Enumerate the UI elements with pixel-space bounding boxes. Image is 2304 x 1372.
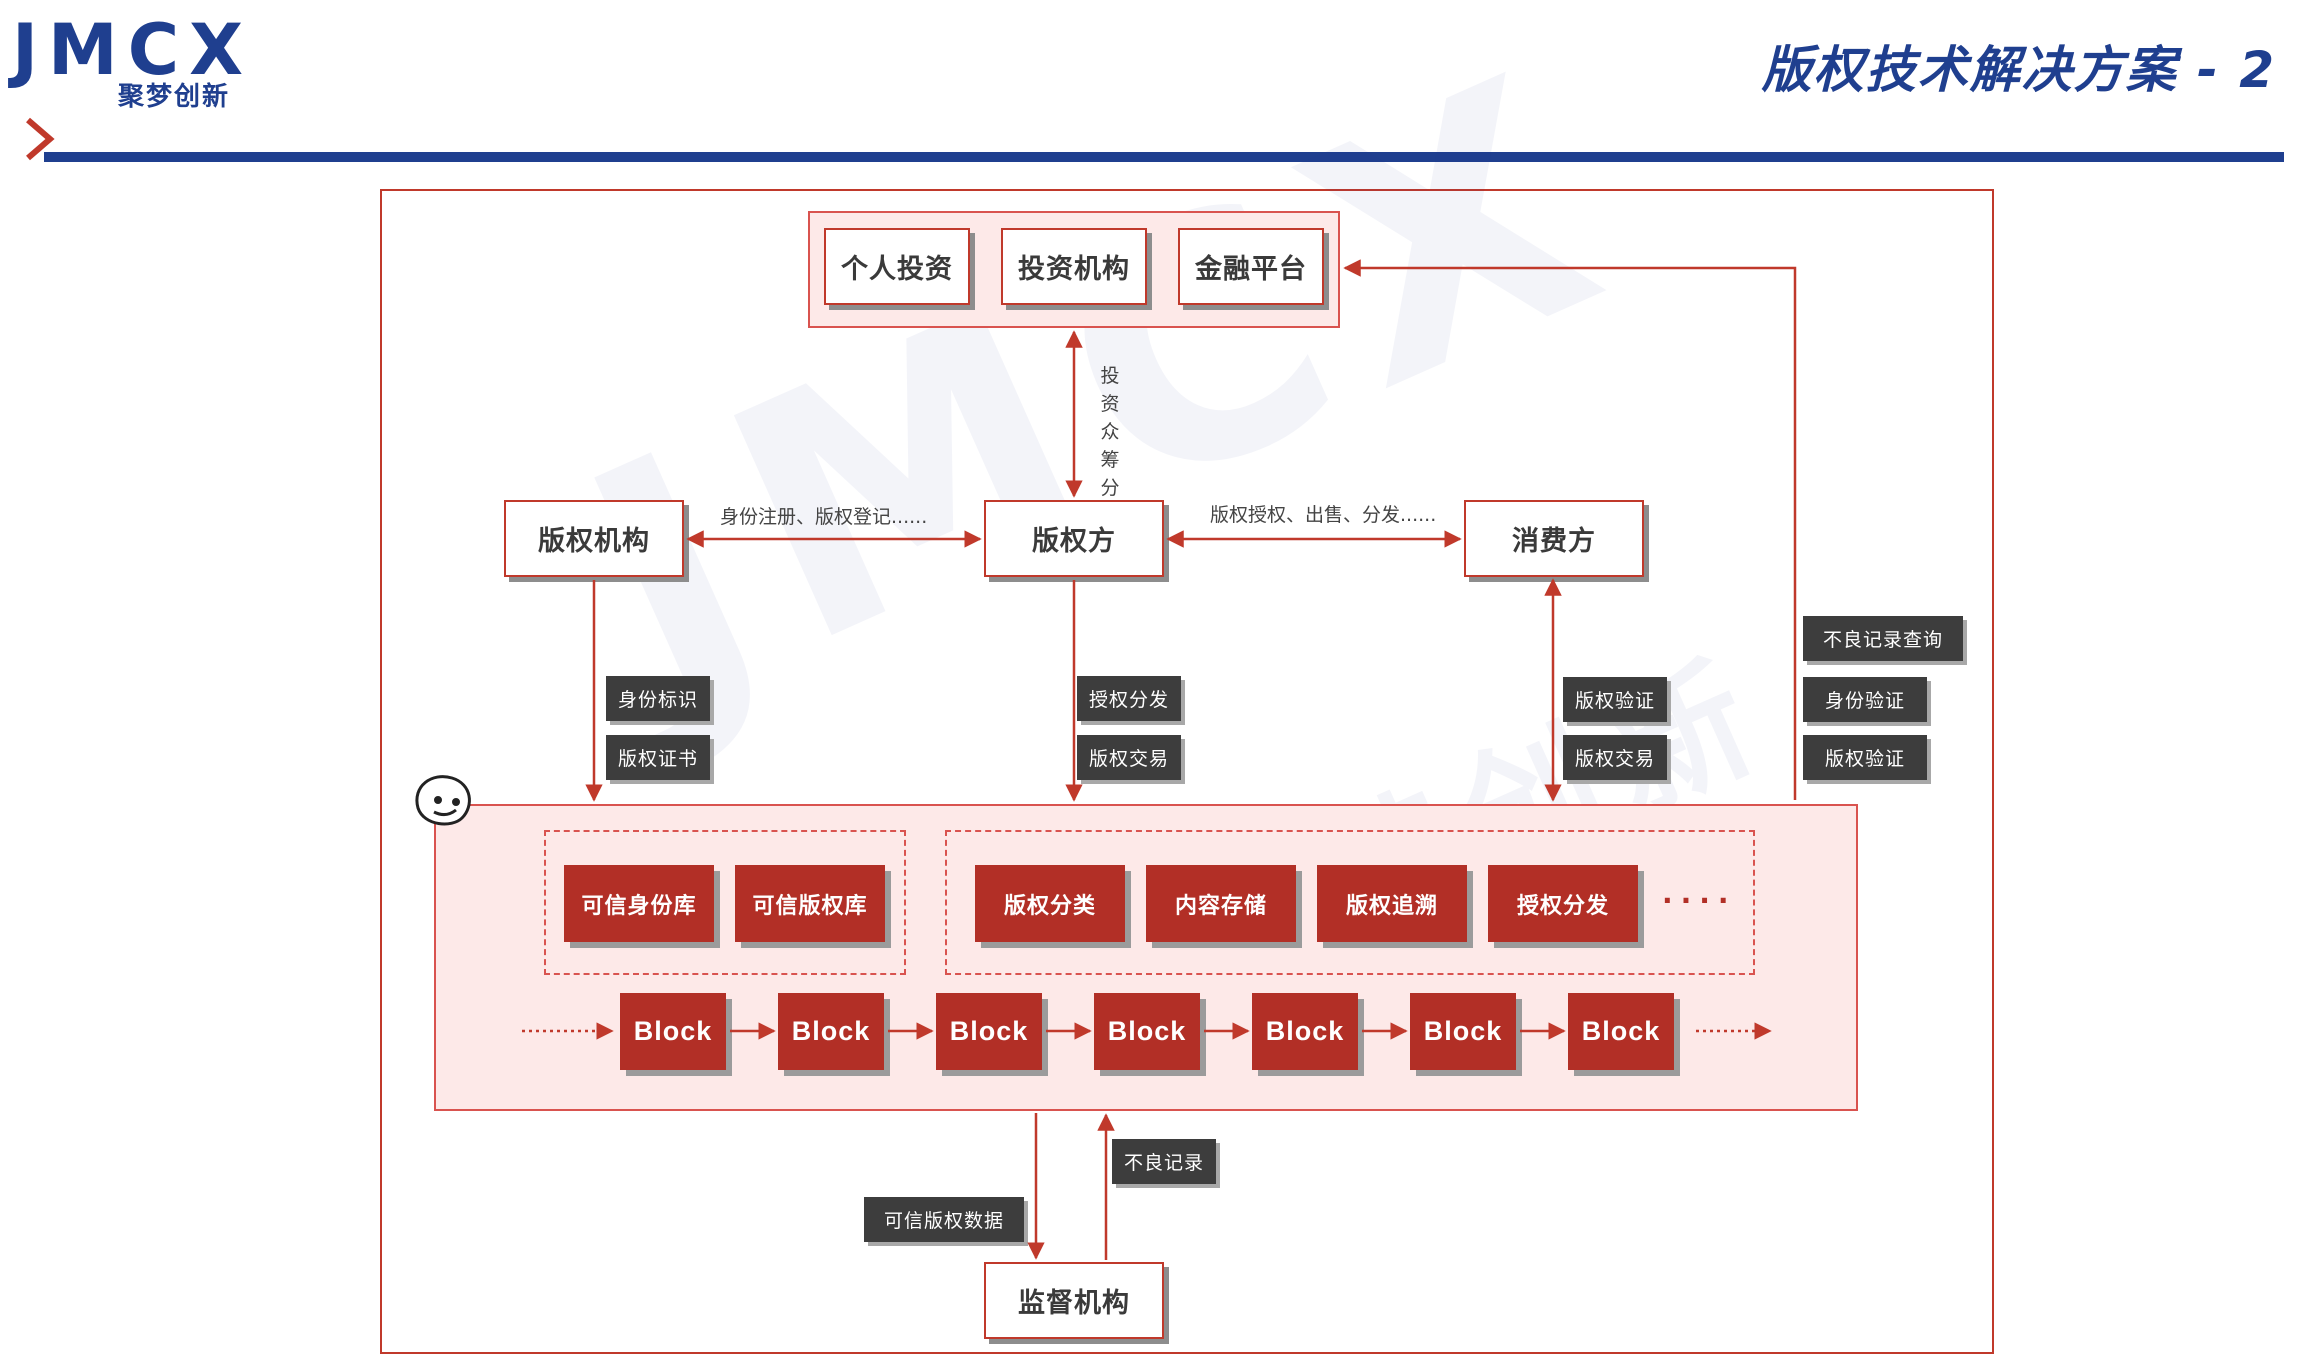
copyright-organization: 版权机构 [504, 500, 684, 577]
face-sticker-icon [415, 775, 471, 826]
edge-label-owner-consumer: 版权授权、出售、分发...... [1210, 504, 1437, 526]
block: Block [1094, 993, 1200, 1070]
supervisory-organization: 监督机构 [984, 1262, 1164, 1339]
tag-identity-verify: 身份验证 [1803, 677, 1927, 722]
tag-copyright-certificate: 版权证书 [606, 735, 710, 780]
service-copyright-trace: 版权追溯 [1317, 865, 1467, 942]
investor-link-label-2: 众筹 [1100, 421, 1120, 471]
block: Block [936, 993, 1042, 1070]
database-group [544, 830, 906, 975]
service-content-storage: 内容存储 [1146, 865, 1296, 942]
trusted-copyright-db: 可信版权库 [735, 865, 885, 942]
investor-link-label-1: 投资 [1100, 365, 1120, 415]
tag-bad-record: 不良记录 [1112, 1139, 1216, 1184]
service-copyright-classify: 版权分类 [975, 865, 1125, 942]
tag-copyright-trade: 版权交易 [1077, 735, 1181, 780]
copyright-owner: 版权方 [984, 500, 1164, 577]
edge-label-org-owner: 身份注册、版权登记...... [720, 506, 928, 528]
investor-individual: 个人投资 [824, 228, 970, 305]
service-group [945, 830, 1755, 975]
services-more: ···· [1662, 884, 1737, 917]
page-title: 版权技术解决方案 - 2 [1761, 41, 2276, 99]
investor-institution: 投资机构 [1001, 228, 1147, 305]
chevron-right-icon [26, 117, 55, 161]
trusted-identity-db: 可信身份库 [564, 865, 714, 942]
diagram-frame [380, 189, 1994, 1354]
block: Block [778, 993, 884, 1070]
consumer: 消费方 [1464, 500, 1644, 577]
header-divider [44, 152, 2284, 162]
platform-investor-loop [1343, 259, 1797, 800]
service-authorized-distribution: 授权分发 [1488, 865, 1638, 942]
tag-right-copyright-verify: 版权验证 [1803, 735, 1927, 780]
block: Block [1252, 993, 1358, 1070]
investor-finance-platform: 金融平台 [1178, 228, 1324, 305]
tag-bad-record-query: 不良记录查询 [1803, 616, 1963, 661]
tag-identity-mark: 身份标识 [606, 676, 710, 721]
tag-authorized-distribution: 授权分发 [1077, 676, 1181, 721]
block: Block [1410, 993, 1516, 1070]
block: Block [1568, 993, 1674, 1070]
tag-copyright-verify: 版权验证 [1563, 677, 1667, 722]
logo: JMCX [12, 9, 254, 91]
tag-consumer-copyright-trade: 版权交易 [1563, 735, 1667, 780]
tag-trusted-copyright-data: 可信版权数据 [864, 1197, 1024, 1242]
logo-subtitle: 聚梦创新 [118, 82, 231, 112]
block: Block [620, 993, 726, 1070]
